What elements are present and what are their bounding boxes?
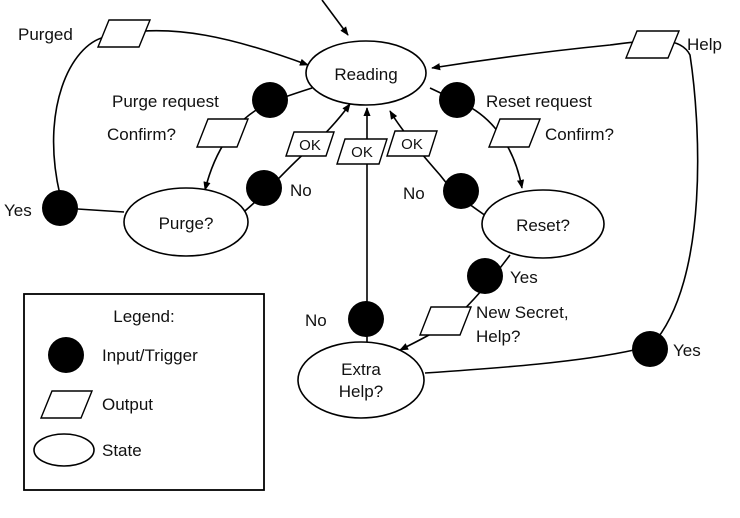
output-ok-extra-label: OK xyxy=(351,144,373,161)
label-confirm-right: Confirm? xyxy=(545,125,614,144)
legend-trigger-icon xyxy=(48,337,84,373)
output-ok-reset xyxy=(386,130,438,157)
label-reset-request: Reset request xyxy=(486,92,592,111)
trigger-no-purge xyxy=(246,170,282,206)
label-no-purge: No xyxy=(290,181,312,200)
outputs: OK OK OK xyxy=(96,19,681,336)
state-purge-label: Purge? xyxy=(159,214,214,233)
edge-labels: Purged Help Purge request Reset request … xyxy=(4,25,722,360)
label-yes-left: Yes xyxy=(4,201,32,220)
state-reading-label: Reading xyxy=(334,65,397,84)
output-ok-purge xyxy=(285,131,335,157)
label-purged: Purged xyxy=(18,25,73,44)
legend-state-label: State xyxy=(102,441,142,460)
label-help: Help xyxy=(687,35,722,54)
state-extra-help-label-line2: Help? xyxy=(339,382,383,401)
legend-title: Legend: xyxy=(113,307,174,326)
edge-help-to-reading xyxy=(431,39,699,346)
legend-output-label: Output xyxy=(102,395,153,414)
label-purge-request: Purge request xyxy=(112,92,219,111)
edge-extra-yes xyxy=(424,349,635,374)
output-ok-extra xyxy=(336,138,388,165)
trigger-purge-request xyxy=(252,82,288,118)
trigger-no-extra xyxy=(348,301,384,337)
trigger-no-reset xyxy=(443,173,479,209)
triggers xyxy=(42,82,668,367)
state-reading xyxy=(305,40,427,106)
state-extra-help-label-line1: Extra xyxy=(341,360,381,379)
trigger-yes-right xyxy=(632,331,668,367)
label-new-secret-line2: Help? xyxy=(476,327,520,346)
output-confirm-right xyxy=(487,118,542,148)
label-no-extra: No xyxy=(305,311,327,330)
edge-initial xyxy=(321,0,349,36)
output-ok-reset-label: OK xyxy=(401,136,423,153)
label-yes-right: Yes xyxy=(673,341,701,360)
output-help xyxy=(624,30,681,59)
legend-input-trigger-label: Input/Trigger xyxy=(102,346,198,365)
output-confirm-left xyxy=(195,118,250,148)
state-reset xyxy=(481,189,605,259)
trigger-yes-left xyxy=(42,190,78,226)
legend-state-icon xyxy=(33,433,95,467)
label-confirm-left: Confirm? xyxy=(107,125,176,144)
label-no-reset: No xyxy=(403,184,425,203)
label-yes-reset: Yes xyxy=(510,268,538,287)
state-extra-help xyxy=(297,341,425,419)
output-ok-purge-label: OK xyxy=(299,137,321,154)
label-new-secret-line1: New Secret, xyxy=(476,303,569,322)
trigger-yes-reset xyxy=(467,258,503,294)
legend-output-icon xyxy=(39,390,94,419)
state-reset-label: Reset? xyxy=(516,216,570,235)
output-new-secret xyxy=(418,306,473,336)
state-purge xyxy=(123,187,249,257)
legend: Legend: Input/Trigger Output State xyxy=(23,293,265,491)
states: Reading Purge? Reset? Extra Help? xyxy=(123,40,605,419)
output-purged xyxy=(96,19,152,48)
trigger-reset-request xyxy=(439,82,475,118)
